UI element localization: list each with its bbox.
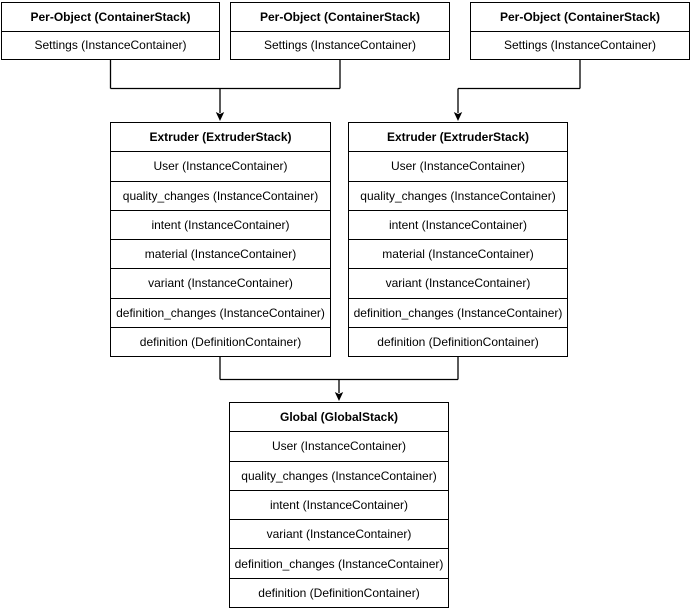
container-row: material (InstanceContainer) [349,239,567,268]
stack-title: Per-Object (ContainerStack) [259,9,421,24]
arrow-perobject3-to-extruder2 [457,60,581,113]
container-row: User (InstanceContainer) [111,151,330,180]
container-row: User (InstanceContainer) [349,151,567,180]
container-row: definition (DefinitionContainer) [349,326,567,356]
per-object-stack-3: Per-Object (ContainerStack) Settings (In… [470,2,690,60]
per-object-stack-1: Per-Object (ContainerStack) Settings (In… [1,2,220,60]
arrowhead-extruder1 [215,112,225,121]
arrowhead-extruder2 [453,112,463,121]
container-row: intent (InstanceContainer) [230,489,448,519]
container-row: quality_changes (InstanceContainer) [230,460,448,490]
container-row: quality_changes (InstanceContainer) [349,180,567,210]
container-row: material (InstanceContainer) [111,239,330,268]
container-row: Settings (InstanceContainer) [231,30,449,60]
container-row: variant (InstanceContainer) [230,519,448,548]
arrow-extruders-to-global [219,357,459,393]
container-row: Settings (InstanceContainer) [2,30,219,60]
arrowhead-global [334,392,344,401]
container-row: intent (InstanceContainer) [111,209,330,239]
per-object-stack-2: Per-Object (ContainerStack) Settings (In… [230,2,450,60]
extruder-stack-2: Extruder (ExtruderStack) User (InstanceC… [348,122,568,357]
container-row: quality_changes (InstanceContainer) [111,180,330,210]
container-row: definition_changes (InstanceContainer) [230,548,448,577]
stack-title: Global (GlobalStack) [279,410,399,425]
container-row: Settings (InstanceContainer) [471,30,689,60]
container-row: variant (InstanceContainer) [349,268,567,297]
stack-title: Extruder (ExtruderStack) [149,130,292,145]
container-row: User (InstanceContainer) [230,431,448,460]
extruder-stack-1: Extruder (ExtruderStack) User (InstanceC… [110,122,331,357]
stack-title: Extruder (ExtruderStack) [386,130,530,145]
global-stack: Global (GlobalStack) User (InstanceConta… [229,402,449,608]
container-row: definition (DefinitionContainer) [230,577,448,607]
arrow-perobject12-to-extruder1 [109,60,341,113]
container-row: definition_changes (InstanceContainer) [349,297,567,327]
container-row: definition (DefinitionContainer) [111,326,330,356]
stack-title: Per-Object (ContainerStack) [499,9,661,24]
container-row: definition_changes (InstanceContainer) [111,297,330,327]
stack-title: Per-Object (ContainerStack) [30,9,191,24]
container-row: intent (InstanceContainer) [349,209,567,239]
container-row: variant (InstanceContainer) [111,268,330,297]
